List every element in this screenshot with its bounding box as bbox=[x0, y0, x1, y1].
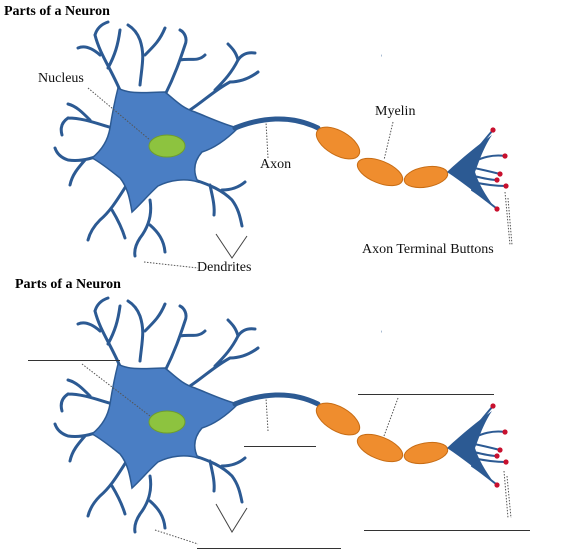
terminal-buttons-blank[interactable] bbox=[364, 530, 530, 531]
myelin-label: Myelin bbox=[375, 104, 416, 119]
neuron-illustration: ˒ bbox=[53, 20, 509, 258]
svg-text:˒: ˒ bbox=[380, 49, 383, 59]
nucleus-shape bbox=[148, 410, 186, 434]
axon-line bbox=[232, 392, 321, 407]
myelin-segment bbox=[356, 157, 404, 187]
myelin-segment bbox=[356, 433, 404, 463]
axon-terminal bbox=[447, 411, 495, 484]
dendrites-blank[interactable] bbox=[197, 548, 341, 549]
neuron-diagram-blank: ˒ bbox=[53, 296, 512, 545]
neuron-diagram-labeled: ˒ bbox=[53, 20, 513, 269]
myelin-blank[interactable] bbox=[358, 394, 494, 395]
myelin-segment bbox=[315, 126, 361, 160]
terminal-branches bbox=[469, 405, 507, 485]
terminal-buttons bbox=[490, 127, 509, 212]
leader-lines bbox=[87, 87, 513, 269]
neuron-illustration: ˒ bbox=[53, 296, 509, 534]
axon-terminal bbox=[447, 135, 495, 208]
terminal-buttons bbox=[490, 403, 509, 488]
axon-blank[interactable] bbox=[244, 446, 316, 447]
terminal-buttons-label: Axon Terminal Buttons bbox=[362, 242, 494, 257]
svg-text:˒: ˒ bbox=[380, 325, 383, 335]
terminal-branches bbox=[469, 129, 507, 209]
nucleus-blank[interactable] bbox=[28, 360, 120, 361]
myelin-segment bbox=[403, 165, 449, 189]
leader-lines bbox=[81, 363, 512, 545]
myelin-segment bbox=[403, 441, 449, 465]
nucleus-label: Nucleus bbox=[38, 71, 84, 86]
myelin-segment bbox=[315, 402, 361, 436]
diagram-title: Parts of a Neuron bbox=[4, 4, 110, 19]
axon-line bbox=[232, 116, 321, 131]
diagram-title-worksheet: Parts of a Neuron bbox=[15, 277, 121, 292]
axon-label: Axon bbox=[260, 157, 292, 172]
nucleus-shape bbox=[148, 134, 186, 158]
dendrites-label: Dendrites bbox=[197, 260, 252, 275]
dendrite-branches bbox=[53, 296, 260, 534]
